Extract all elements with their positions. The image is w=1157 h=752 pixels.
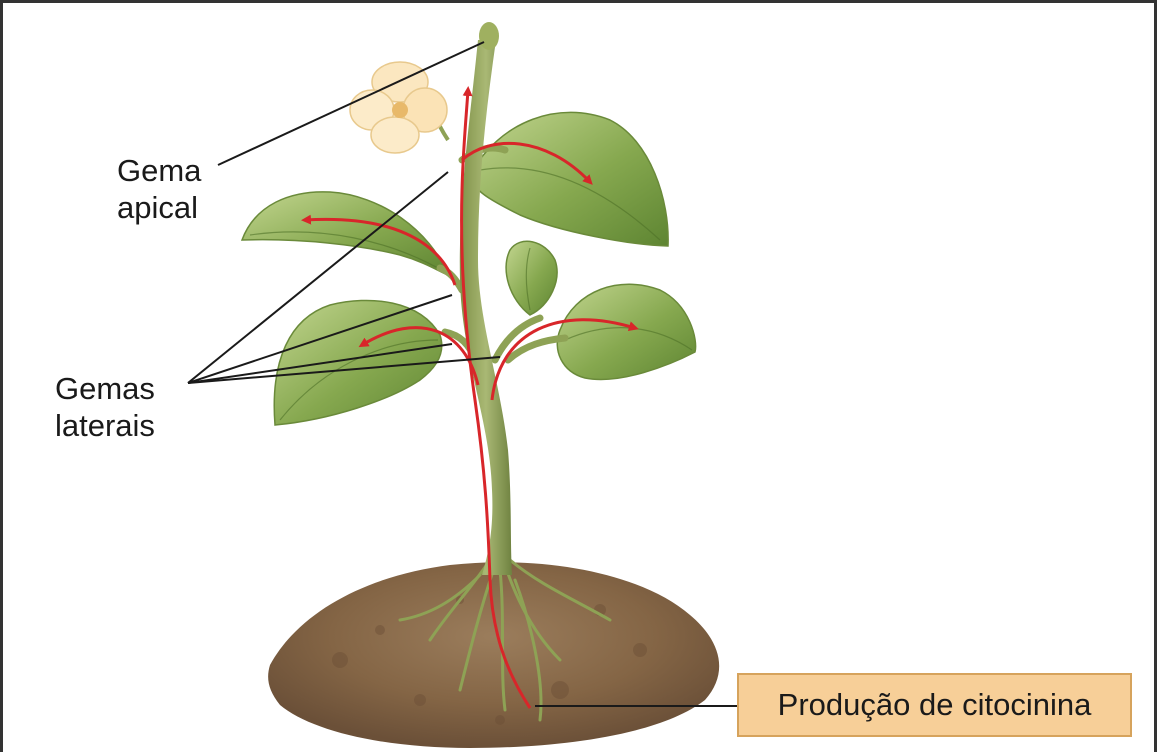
- label-lateral-buds: Gemas laterais: [55, 370, 155, 444]
- leaf-lower-left: [274, 300, 442, 425]
- label-apical-line1: Gema: [117, 152, 201, 189]
- label-apical-line2: apical: [117, 189, 201, 226]
- label-cytokinin-production: Produção de citocinina: [737, 673, 1132, 737]
- leaf-upper-left: [242, 192, 448, 275]
- leaf-lower-right: [557, 284, 695, 379]
- label-lateral-line1: Gemas: [55, 370, 155, 407]
- apical-bud: [479, 22, 499, 50]
- label-apical-bud: Gema apical: [117, 152, 201, 226]
- leaf-small-middle: [506, 241, 557, 315]
- flower: [350, 62, 448, 153]
- leaf-upper-right: [470, 112, 668, 246]
- label-lateral-line2: laterais: [55, 407, 155, 444]
